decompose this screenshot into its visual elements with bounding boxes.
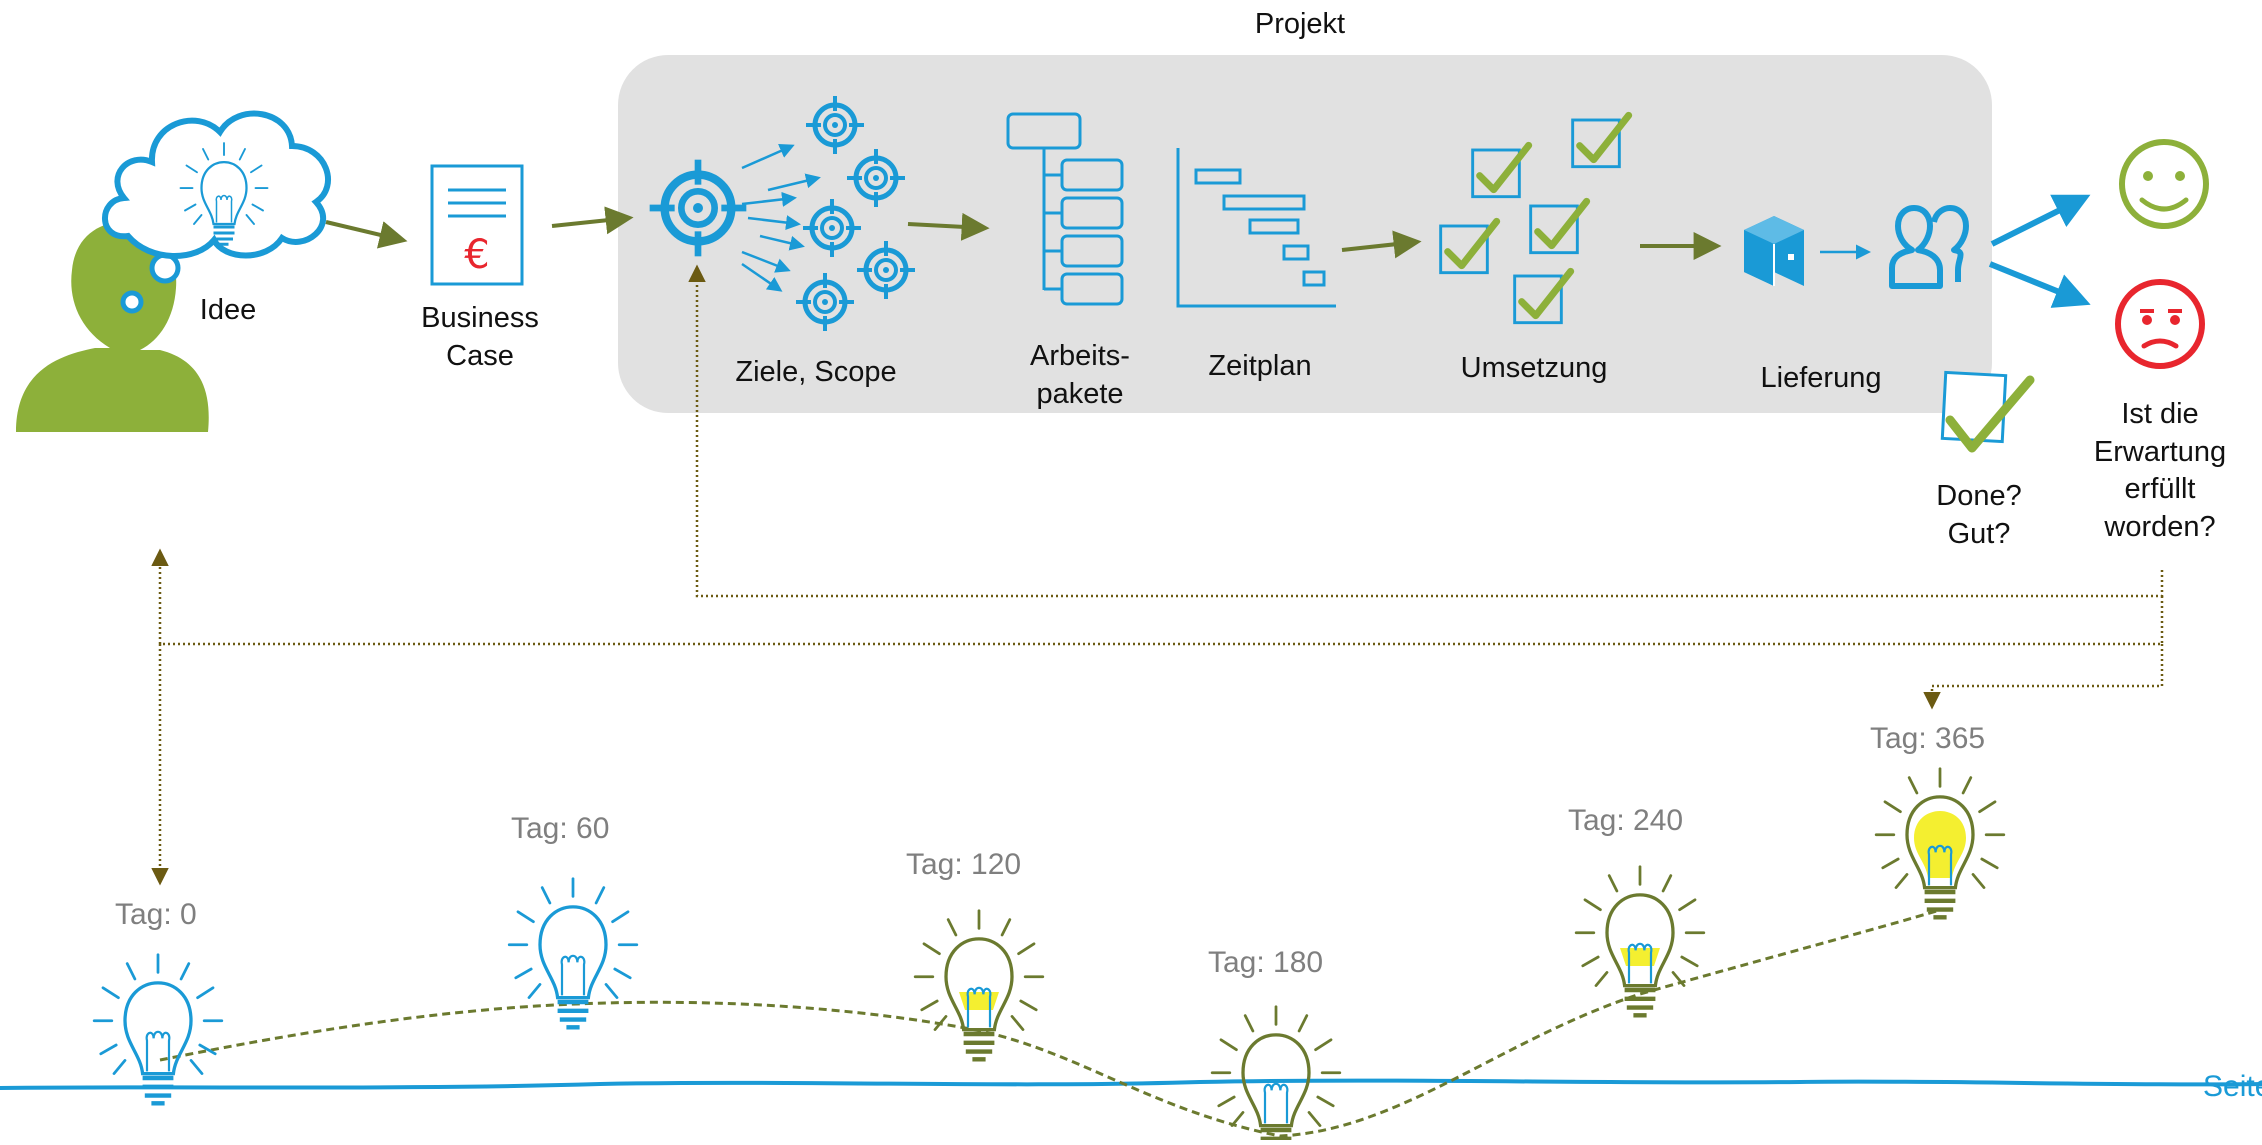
users-icon [1889, 205, 1969, 289]
happy-face-icon [2119, 139, 2209, 229]
bulb-glow [959, 992, 999, 1010]
timeline-baseline [0, 1078, 2262, 1090]
project-title: Projekt [1254, 8, 1346, 40]
bulb-glow [1620, 948, 1660, 966]
scope-arrows [741, 143, 821, 292]
label-expectation-question: Ist die Erwartung erfüllt worden? [2093, 398, 2227, 544]
tag-label: Tag: 0 [115, 898, 197, 931]
tag-label: Tag: 365 [1870, 722, 1986, 755]
svg-text:€: € [464, 232, 489, 278]
arrow-business-case-target [551, 206, 634, 235]
tag-label: Tag: 180 [1208, 946, 1324, 979]
lightbulb-icon [1876, 769, 2004, 918]
timeline-bulbs [94, 769, 2004, 1140]
lightbulb-icon [915, 911, 1043, 1060]
lightbulb-icon [94, 955, 222, 1104]
feedback-loop-lines [151, 264, 2164, 886]
arrow-to-sad [1988, 261, 2091, 308]
lightbulb-icon [1576, 867, 1704, 1016]
label-done-question: Done? Gut? [1936, 480, 2022, 550]
label-delivery: Lieferung [1760, 362, 1882, 394]
lightbulb-icon [1212, 1007, 1340, 1140]
lightbulb-icon [1576, 867, 1704, 1016]
label-implementation: Umsetzung [1460, 352, 1608, 384]
label-business-case: Business Case [421, 302, 539, 372]
lightbulb-icon [94, 955, 222, 1104]
page-footer: Seite [2203, 1070, 2262, 1103]
sad-face-icon [2115, 279, 2205, 369]
bulb-glow [1914, 811, 1966, 878]
arrow-scope-work-packages [907, 212, 990, 241]
lightbulb-icon [915, 911, 1043, 1060]
done-checkbox-icon [1940, 370, 2035, 453]
gantt-icon [1176, 148, 1336, 308]
thought-cloud-icon [102, 110, 331, 314]
arrow-schedule-implementation [1341, 230, 1422, 259]
tag-label: Tag: 240 [1568, 804, 1684, 837]
lightbulb-icon [1212, 1007, 1340, 1140]
label-goals-scope: Ziele, Scope [735, 356, 897, 388]
arrow-idea-business-case [325, 220, 408, 249]
label-idea: Idee [199, 294, 257, 326]
tag-label: Tag: 60 [511, 812, 610, 845]
project-panel [618, 55, 1992, 413]
label-schedule: Zeitplan [1208, 350, 1312, 382]
hierarchy-icon [1006, 112, 1124, 306]
tag-label: Tag: 120 [906, 848, 1022, 881]
document-euro-icon: € [430, 164, 524, 286]
package-icon [1744, 216, 1804, 286]
arrow-to-happy [1990, 194, 2091, 247]
label-work-packages: Arbeits- pakete [1030, 340, 1130, 410]
